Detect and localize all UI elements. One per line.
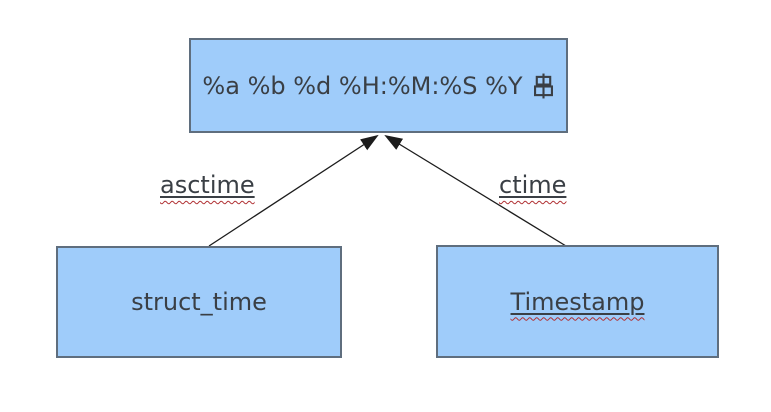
format-string-node[interactable]: %a %b %d %H:%M:%S %Y	[189, 38, 568, 133]
struct-time-node[interactable]: struct_time	[56, 246, 342, 358]
format-string-label: %a %b %d %H:%M:%S %Y	[202, 71, 523, 100]
cjk-chuan-character-icon	[533, 73, 553, 98]
ctime-edge-label[interactable]: ctime	[499, 170, 566, 200]
asctime-edge-label[interactable]: asctime	[160, 170, 255, 200]
ctime-spellcheck-squiggle: ctime	[499, 171, 566, 199]
asctime-spellcheck-squiggle: asctime	[160, 171, 255, 199]
asctime-label-text: asctime	[160, 171, 255, 199]
ctime-label-text: ctime	[499, 171, 567, 199]
struct-time-label: struct_time	[131, 288, 267, 316]
timestamp-node[interactable]: Timestamp	[436, 245, 719, 358]
timestamp-spellcheck-squiggle: Timestamp	[511, 288, 645, 316]
timestamp-label: Timestamp	[510, 287, 645, 316]
